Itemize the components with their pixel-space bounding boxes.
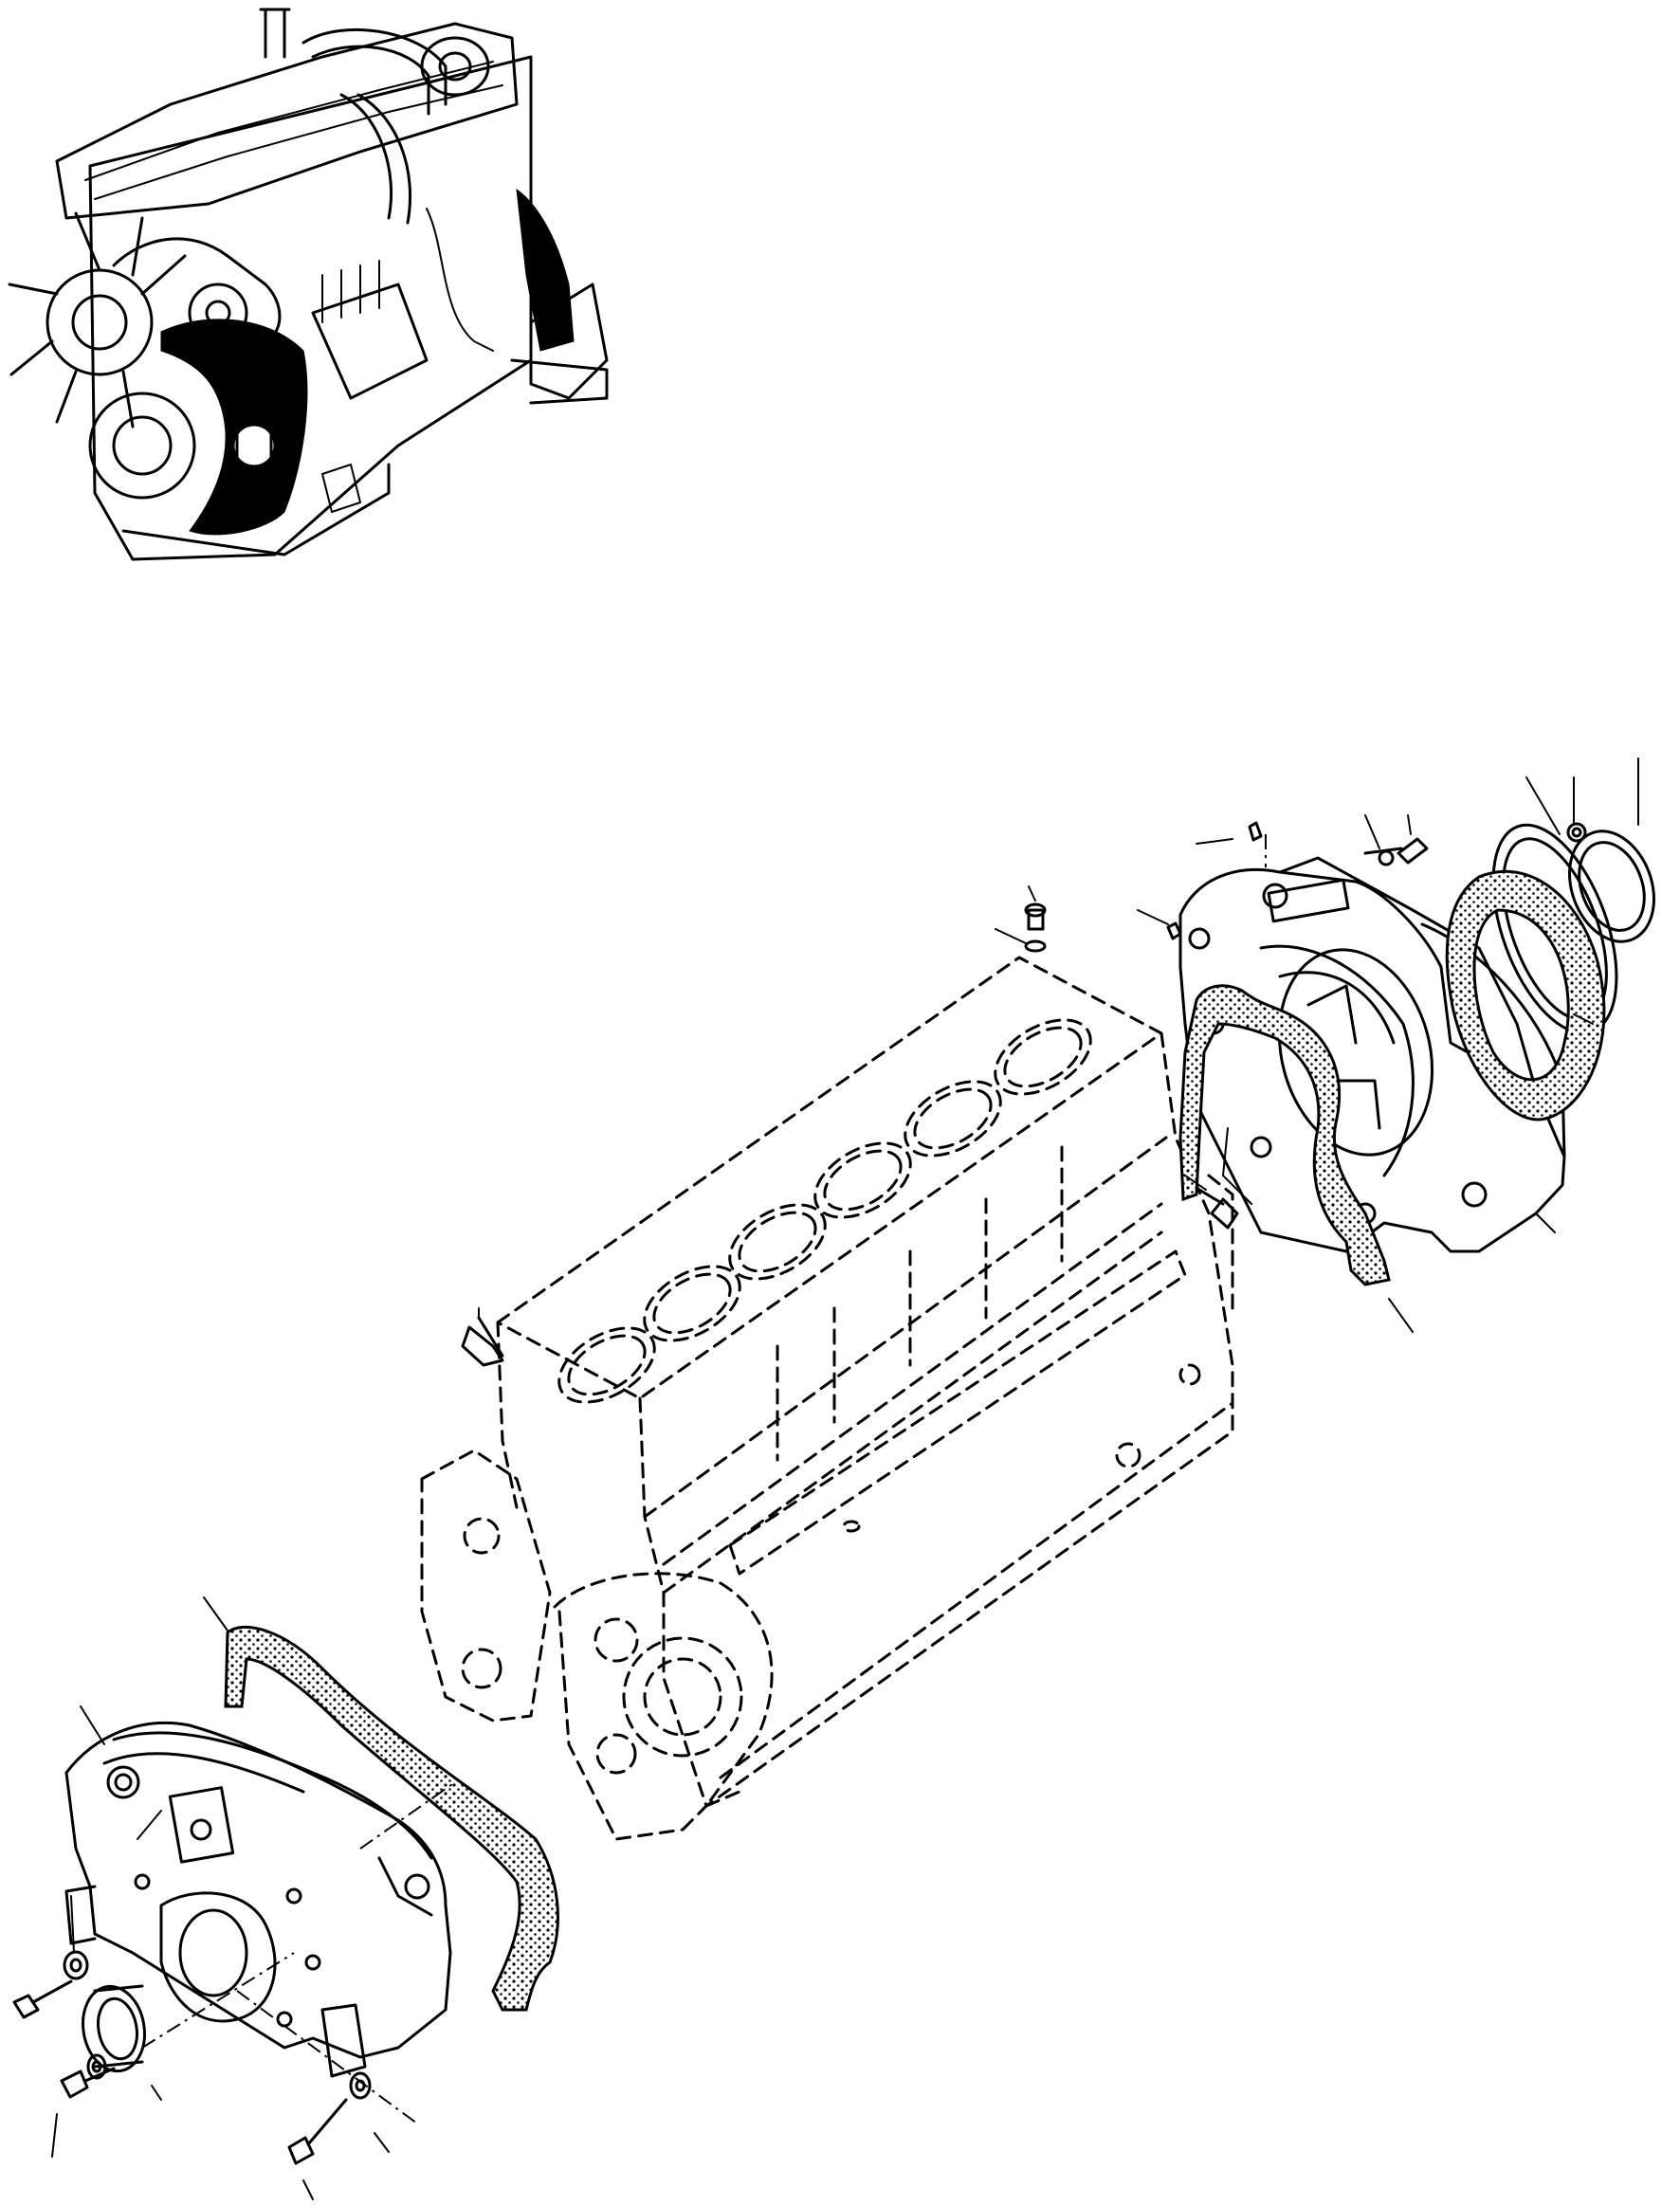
callout-leaders	[51, 757, 1639, 2200]
cylinder-block	[420, 956, 1234, 1841]
engine-overview-illustration	[8, 8, 609, 561]
bolt	[60, 2067, 116, 2099]
cylinder-bores	[557, 1018, 1092, 1404]
flywheel-housing-gasket	[1178, 984, 1391, 1286]
assembly-center-lines	[141, 834, 1267, 2124]
bolt	[1363, 837, 1429, 866]
fan-icon	[8, 211, 187, 428]
plug	[995, 885, 1047, 953]
flywheel-housing	[1178, 856, 1566, 1253]
washer	[86, 2053, 107, 2080]
front-cover-gasket	[224, 1625, 559, 2012]
bolt	[287, 2098, 348, 2165]
bolt	[461, 1307, 504, 1367]
seal-retainer-ring	[1445, 869, 1606, 1121]
bolt	[1197, 1188, 1239, 1230]
dowel-pin	[1166, 821, 1263, 940]
front-cover	[64, 1721, 452, 2078]
washer	[1566, 822, 1587, 843]
washer	[63, 1950, 89, 1980]
front-oil-seal	[82, 1984, 146, 2073]
bolt	[12, 1979, 73, 2019]
